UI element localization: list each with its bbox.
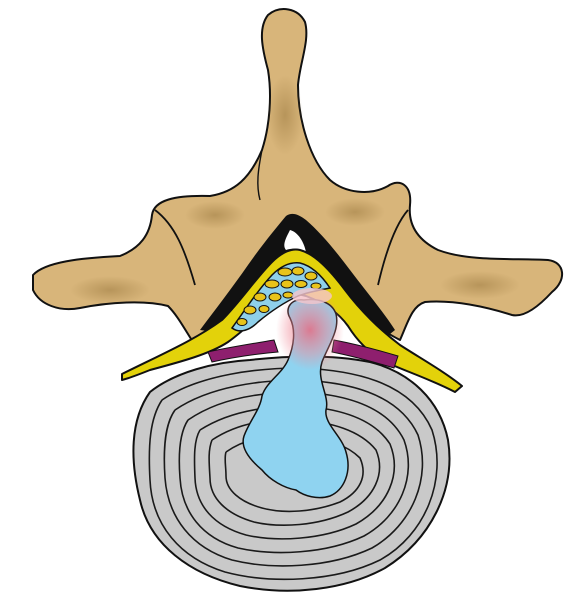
nerve-root-right bbox=[331, 339, 399, 369]
vertebral-bone bbox=[32, 8, 563, 346]
inflammation-area bbox=[276, 290, 344, 370]
inflammation-top bbox=[292, 288, 332, 304]
bone-shadow-left bbox=[70, 276, 150, 304]
nerve-root-left bbox=[207, 339, 279, 363]
canal-highlight bbox=[284, 230, 306, 252]
bone-contour-right bbox=[377, 209, 409, 286]
bone-shadow-right bbox=[440, 271, 520, 299]
bone-shadow-top-left bbox=[185, 201, 245, 229]
bone-shadow-top-right bbox=[325, 198, 385, 226]
fat-cells bbox=[236, 266, 322, 326]
bone-contour-left bbox=[154, 209, 196, 286]
bone-contour-spine bbox=[257, 149, 263, 201]
bone-shadow-spine bbox=[267, 75, 303, 155]
epidural-fat bbox=[230, 262, 332, 332]
